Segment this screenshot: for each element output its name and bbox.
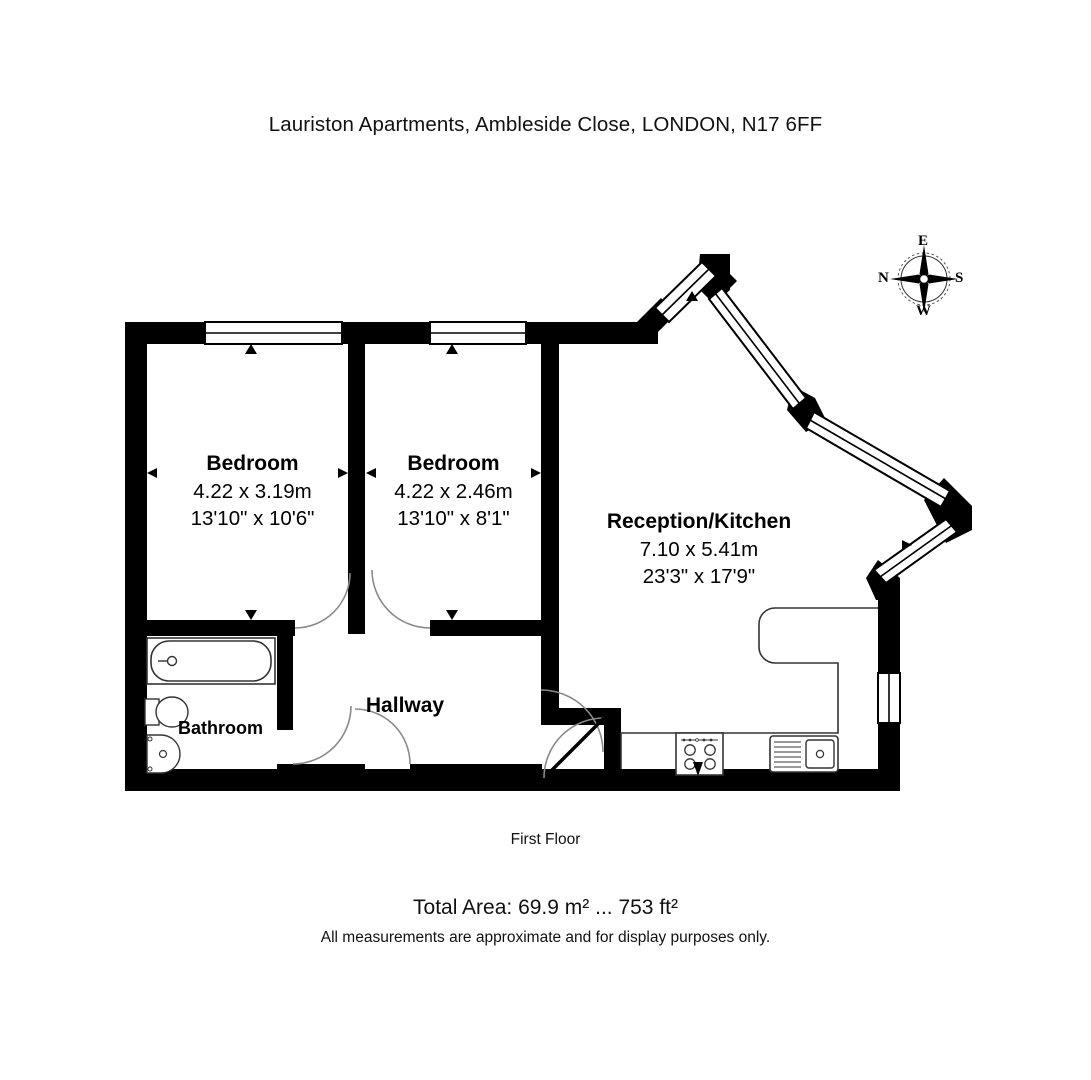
room-dim-imperial-reception-kitchen: 23'3" x 17'9" — [642, 565, 756, 589]
bay-window-segment-4 — [872, 517, 959, 585]
toilet-icon — [144, 696, 189, 728]
room-label-bedroom-2: Bedroom 4.22 x 2.46m 13'10" x 8'1" — [332, 450, 575, 532]
bay-window-segment-2 — [707, 286, 808, 411]
total-area-label: Total Area: 69.9 m² ... 753 ft² — [413, 896, 678, 919]
door-arc-bedroom-1 — [294, 572, 351, 629]
dim-arrow-bedroom2-left — [366, 468, 376, 478]
wash-basin-icon — [146, 734, 181, 774]
dim-arrow-bedroom2-top — [446, 344, 458, 354]
bathroom-fixtures — [144, 637, 276, 774]
compass-rose-icon — [890, 245, 958, 313]
room-dim-imperial-bedroom-1: 13'10" x 10'6" — [190, 507, 315, 531]
dimension-markers — [147, 291, 912, 620]
wall-entrance-right — [604, 708, 621, 778]
floor-label: First Floor — [510, 831, 581, 848]
compass-label-left: N — [878, 270, 889, 286]
kitchen-worktop — [620, 607, 878, 769]
window-bedroom-1 — [204, 321, 343, 345]
wall-hallway-bottom-right — [410, 764, 542, 780]
compass-label-top: E — [918, 233, 929, 249]
bay-window-segment-3 — [804, 410, 952, 509]
wall-bedroom2-bottom — [430, 620, 559, 636]
room-dim-imperial-bedroom-2: 13'10" x 8'1" — [397, 507, 510, 531]
room-dim-metric-bedroom-2: 4.22 x 2.46m — [394, 479, 513, 503]
page-title: Lauriston Apartments, Ambleside Close, L… — [268, 113, 823, 136]
kitchen-fixtures — [620, 607, 878, 776]
bay-window-segment-1 — [653, 260, 718, 324]
room-name-bedroom-2: Bedroom — [407, 452, 500, 475]
dim-arrow-bedroom1-right — [338, 468, 348, 478]
wall-bedroom1-bottom — [125, 620, 295, 636]
disclaimer-text: All measurements are approximate and for… — [320, 929, 771, 946]
entrance-door — [543, 716, 606, 779]
room-dim-metric-reception-kitchen: 7.10 x 5.41m — [639, 537, 759, 561]
windows-top — [204, 321, 901, 724]
kitchen-sink-icon — [769, 735, 839, 773]
dim-arrow-bedroom1-bottom — [245, 610, 257, 620]
door-arc-hallway-reception — [540, 689, 604, 753]
dim-arrow-bedroom2-bottom — [446, 610, 458, 620]
dim-arrow-bedroom1-top — [245, 344, 257, 354]
door-arc-bedroom-2 — [371, 569, 431, 629]
wall-partition-bedrooms — [348, 322, 365, 634]
wall-right-lower — [878, 722, 900, 791]
dim-arrow-bay-right — [902, 540, 912, 550]
room-dim-metric-bedroom-1: 4.22 x 3.19m — [193, 479, 312, 503]
hob-icon — [675, 732, 724, 776]
wall-left-outer — [125, 322, 147, 791]
room-label-bathroom: Bathroom — [178, 718, 274, 739]
door-arc-hallway-bottom — [354, 708, 411, 765]
room-name-bedroom-1: Bedroom — [206, 452, 299, 475]
wall-bathroom-bottom-stub — [277, 764, 365, 780]
room-name-bathroom: Bathroom — [178, 718, 263, 738]
room-label-reception-kitchen: Reception/Kitchen 7.10 x 5.41m 23'3" x 1… — [590, 508, 808, 590]
door-arc-bathroom — [292, 705, 352, 765]
wall-top-left-stub — [125, 322, 205, 344]
dim-arrow-reception-left — [549, 543, 559, 553]
bathtub-icon — [146, 637, 276, 685]
compass-label-right: S — [955, 270, 964, 286]
room-label-bedroom-1: Bedroom 4.22 x 3.19m 13'10" x 10'6" — [130, 450, 375, 532]
compass-label-bottom: W — [916, 303, 931, 319]
dim-arrow-bedroom1-left — [147, 468, 157, 478]
window-reception-right — [877, 672, 901, 724]
dim-arrow-bedroom2-right — [531, 468, 541, 478]
room-name-hallway: Hallway — [365, 694, 445, 717]
window-bedroom-2 — [429, 321, 527, 345]
bay-window-bands — [653, 260, 959, 585]
wall-right-upper — [878, 578, 900, 674]
wall-bathroom-right — [277, 628, 293, 730]
room-label-hallway: Hallway — [310, 692, 500, 720]
room-name-reception-kitchen: Reception/Kitchen — [606, 510, 792, 533]
door-arcs — [292, 569, 604, 765]
dim-arrow-bay-top — [686, 291, 698, 301]
